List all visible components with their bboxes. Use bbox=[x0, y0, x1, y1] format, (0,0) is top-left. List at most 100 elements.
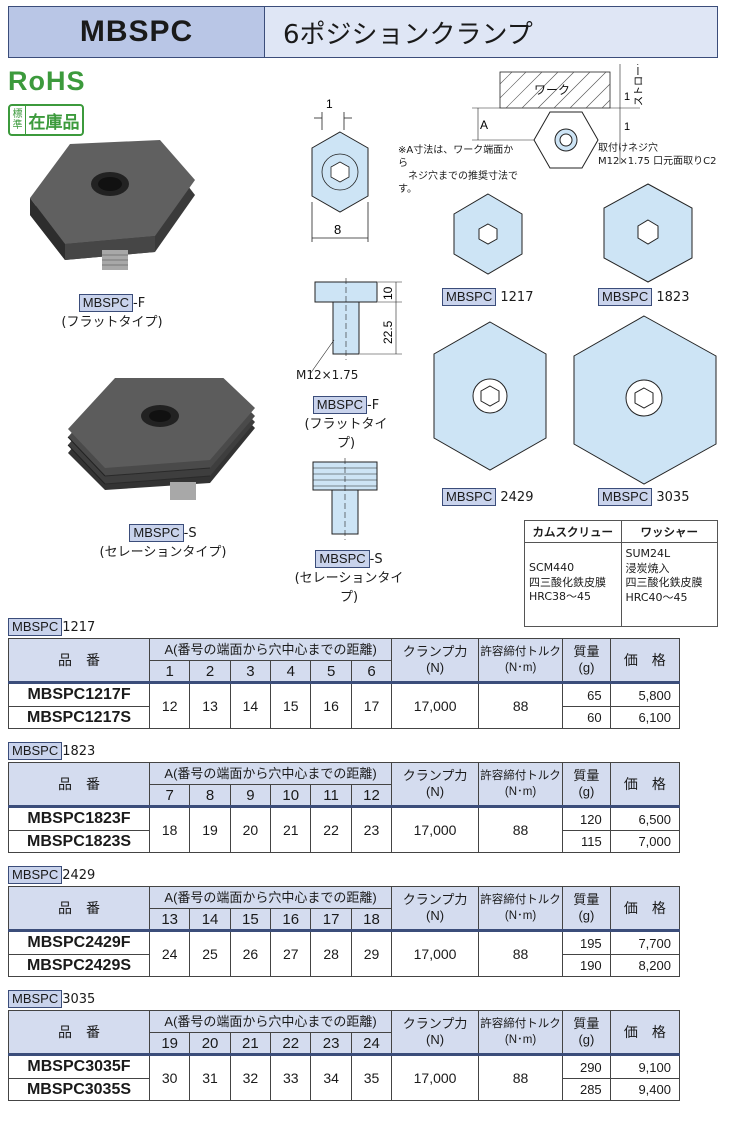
price-value: 6,100 bbox=[609, 706, 681, 729]
a-distance-header: A(番号の端面から穴中心までの距離) bbox=[148, 1010, 393, 1033]
thread-spec: M12×1.75 bbox=[296, 368, 359, 382]
position-header: 3 bbox=[229, 660, 272, 683]
mass-value: 290 bbox=[562, 1054, 611, 1079]
a-value: 27 bbox=[270, 930, 312, 977]
model-number: MBSPC2429F bbox=[8, 930, 150, 955]
a-value: 23 bbox=[350, 806, 393, 853]
flat-side-drawing: 10 22.5 bbox=[309, 278, 402, 375]
price-header: 価 格 bbox=[609, 1010, 681, 1055]
a-value: 34 bbox=[310, 1054, 352, 1101]
page-header: MBSPC 6ポジションクランプ bbox=[8, 6, 718, 58]
torque-header: 許容締付トルク(N･m) bbox=[477, 886, 564, 931]
product-title: 6ポジションクランプ bbox=[265, 7, 717, 57]
cam-screw-material: SCM440 四三酸化鉄皮膜 HRC38～45 bbox=[524, 542, 622, 627]
top-view-drawing: 1 8 bbox=[311, 97, 369, 242]
price-header: 価 格 bbox=[609, 762, 681, 807]
a-value: 19 bbox=[189, 806, 231, 853]
mass-value: 115 bbox=[562, 830, 611, 853]
position-header: 9 bbox=[229, 784, 272, 807]
mass-value: 285 bbox=[562, 1078, 611, 1101]
price-value: 7,700 bbox=[609, 930, 681, 955]
size-3035-label: MBSPC 3035 bbox=[598, 488, 708, 507]
a-value: 17 bbox=[350, 682, 393, 729]
mass-header: 質量(g) bbox=[562, 1010, 611, 1055]
torque-value: 88 bbox=[477, 1054, 564, 1101]
position-header: 2 bbox=[189, 660, 231, 683]
position-header: 14 bbox=[189, 908, 231, 931]
torque-value: 88 bbox=[477, 930, 564, 977]
flat-type-photo bbox=[30, 140, 195, 270]
a-value: 13 bbox=[189, 682, 231, 729]
model-number: MBSPC1823F bbox=[7, 806, 151, 831]
clamp-force-header: クランプ力(N) bbox=[391, 1010, 479, 1055]
torque-header: 許容締付トルク(N･m) bbox=[477, 1010, 564, 1055]
serration-photo-label: MBSPC-S (セレーションタイプ) bbox=[99, 524, 227, 560]
price-value: 8,200 bbox=[609, 954, 681, 977]
flat-photo-label: MBSPC-F (フラットタイプ) bbox=[61, 294, 163, 330]
a-value: 26 bbox=[229, 930, 272, 977]
stroke-dim-1-label: 1 bbox=[624, 91, 630, 103]
mass-header: 質量(g) bbox=[562, 762, 611, 807]
stroke-label: ストローク bbox=[633, 64, 645, 106]
position-header: 20 bbox=[189, 1032, 231, 1055]
serration-drawing-label: MBSPC-S (セレーションタイプ) bbox=[294, 550, 404, 605]
position-header: 5 bbox=[310, 660, 352, 683]
work-label: ワーク bbox=[534, 83, 570, 97]
price-value: 7,000 bbox=[609, 830, 681, 853]
position-header: 15 bbox=[229, 908, 272, 931]
mass-value: 190 bbox=[562, 954, 611, 977]
model-number: MBSPC3035F bbox=[8, 1054, 150, 1079]
price-value: 9,100 bbox=[609, 1054, 681, 1079]
model-number: MBSPC3035S bbox=[8, 1078, 150, 1101]
position-header: 11 bbox=[310, 784, 352, 807]
product-code: MBSPC bbox=[9, 7, 265, 57]
mass-value: 120 bbox=[562, 806, 611, 831]
dim-1-label: 1 bbox=[326, 97, 333, 111]
position-header: 24 bbox=[350, 1032, 393, 1055]
a-value: 12 bbox=[149, 682, 191, 729]
model-number: MBSPC1217S bbox=[7, 706, 151, 729]
washer-header: ワッシャー bbox=[620, 520, 718, 543]
rohs-badge: RoHS bbox=[8, 66, 86, 96]
position-header: 23 bbox=[310, 1032, 352, 1055]
a-value: 24 bbox=[148, 930, 191, 977]
clamp-force-header: クランプ力(N) bbox=[391, 762, 479, 807]
price-header: 価 格 bbox=[609, 886, 681, 931]
a-value: 21 bbox=[270, 806, 312, 853]
size-1823-label: MBSPC 1823 bbox=[598, 288, 708, 307]
size-3035-drawing bbox=[573, 315, 717, 485]
torque-header: 許容締付トルク(N･m) bbox=[477, 762, 564, 807]
clamp-force: 17,000 bbox=[391, 1054, 479, 1101]
a-value: 33 bbox=[270, 1054, 312, 1101]
size-1823-drawing bbox=[603, 183, 693, 283]
price-value: 5,800 bbox=[609, 682, 681, 707]
washer-material: SUM24L 浸炭焼入 四三酸化鉄皮膜 HRC40～45 bbox=[620, 542, 718, 627]
model-number: MBSPC1823S bbox=[7, 830, 151, 853]
a-value: 35 bbox=[350, 1054, 393, 1101]
model-header: 品 番 bbox=[7, 638, 151, 683]
clamp-force-header: クランプ力(N) bbox=[391, 886, 479, 931]
position-header: 16 bbox=[270, 908, 312, 931]
position-header: 17 bbox=[310, 908, 352, 931]
mass-value: 60 bbox=[562, 706, 611, 729]
dim-A-label: A bbox=[480, 118, 488, 132]
a-distance-header: A(番号の端面から穴中心までの距離) bbox=[149, 638, 393, 661]
a-value: 28 bbox=[310, 930, 352, 977]
a-value: 29 bbox=[350, 930, 393, 977]
size-1217-drawing bbox=[453, 193, 523, 275]
size-2429-label: MBSPC 2429 bbox=[442, 488, 552, 507]
clamp-force: 17,000 bbox=[391, 682, 480, 729]
model-number: MBSPC2429S bbox=[8, 954, 150, 977]
serration-type-photo bbox=[67, 378, 255, 500]
clamp-force: 17,000 bbox=[391, 930, 479, 977]
dim-22-5-label: 22.5 bbox=[381, 320, 395, 344]
a-value: 14 bbox=[229, 682, 272, 729]
